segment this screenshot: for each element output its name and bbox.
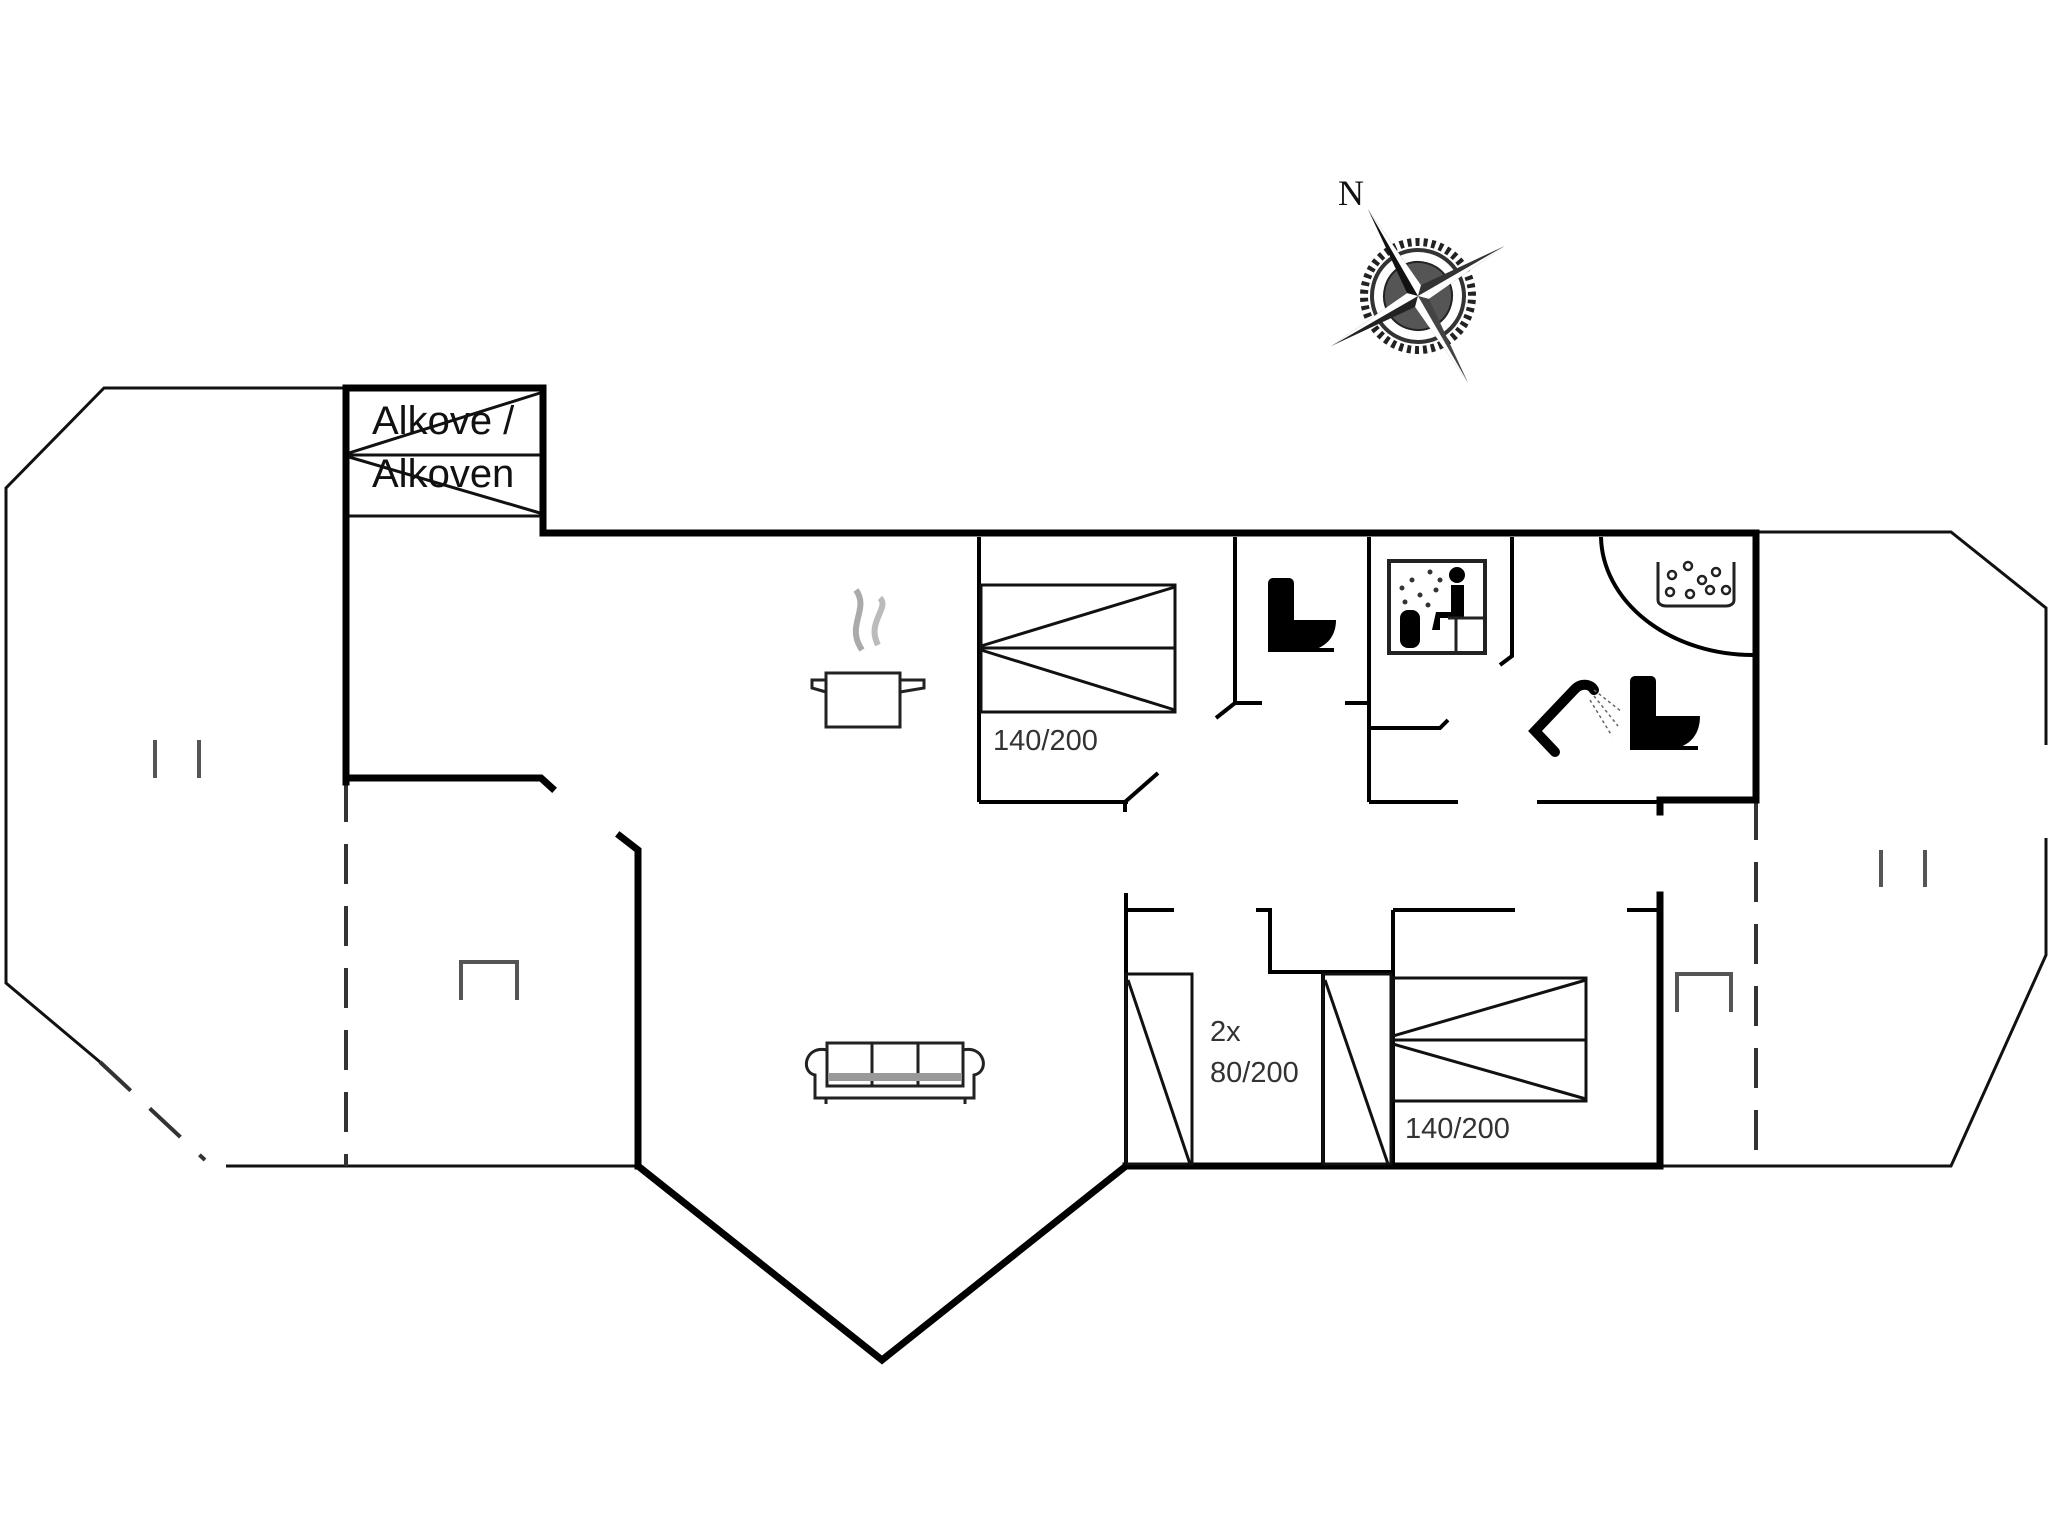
cooking-pot-icon — [810, 588, 926, 729]
door-swing[interactable] — [1123, 771, 1160, 804]
sofa-icon — [805, 1041, 985, 1104]
bed-double — [979, 583, 1177, 714]
bedroom-1 — [977, 537, 1177, 812]
bed-size-label: 140/200 — [993, 725, 1098, 757]
right-terrace — [1660, 530, 2048, 1168]
exterior-walls — [342, 529, 1760, 1365]
wardrobe — [1321, 972, 1393, 1166]
lower-bedrooms — [1124, 893, 1660, 1166]
wardrobe — [1124, 972, 1194, 1166]
alcove — [342, 384, 547, 786]
alcove-label-line2: Alkoven — [372, 452, 515, 496]
whirlpool-spa-icon — [1656, 560, 1736, 608]
entry-marker — [1675, 972, 1733, 1012]
compass-north-label: N — [1338, 173, 1364, 213]
shower-icon — [1528, 679, 1623, 757]
bed-size-label: 80/200 — [1210, 1057, 1299, 1089]
spa-curve — [1599, 536, 1754, 657]
bathroom — [1369, 536, 1754, 804]
entry-marker — [459, 960, 519, 1000]
compass-rose-icon — [1331, 209, 1505, 383]
toilet-icon — [1630, 676, 1700, 750]
bed-double — [1391, 976, 1588, 1103]
sauna-icon — [1387, 559, 1487, 655]
bed-size-label: 140/200 — [1405, 1113, 1510, 1145]
alcove-label-line1: Alkove / — [372, 399, 515, 443]
bed-size-label-count: 2x — [1210, 1016, 1241, 1048]
left-terrace — [4, 386, 638, 1168]
toilet-icon — [1268, 578, 1336, 652]
wc-1 — [1214, 537, 1371, 802]
